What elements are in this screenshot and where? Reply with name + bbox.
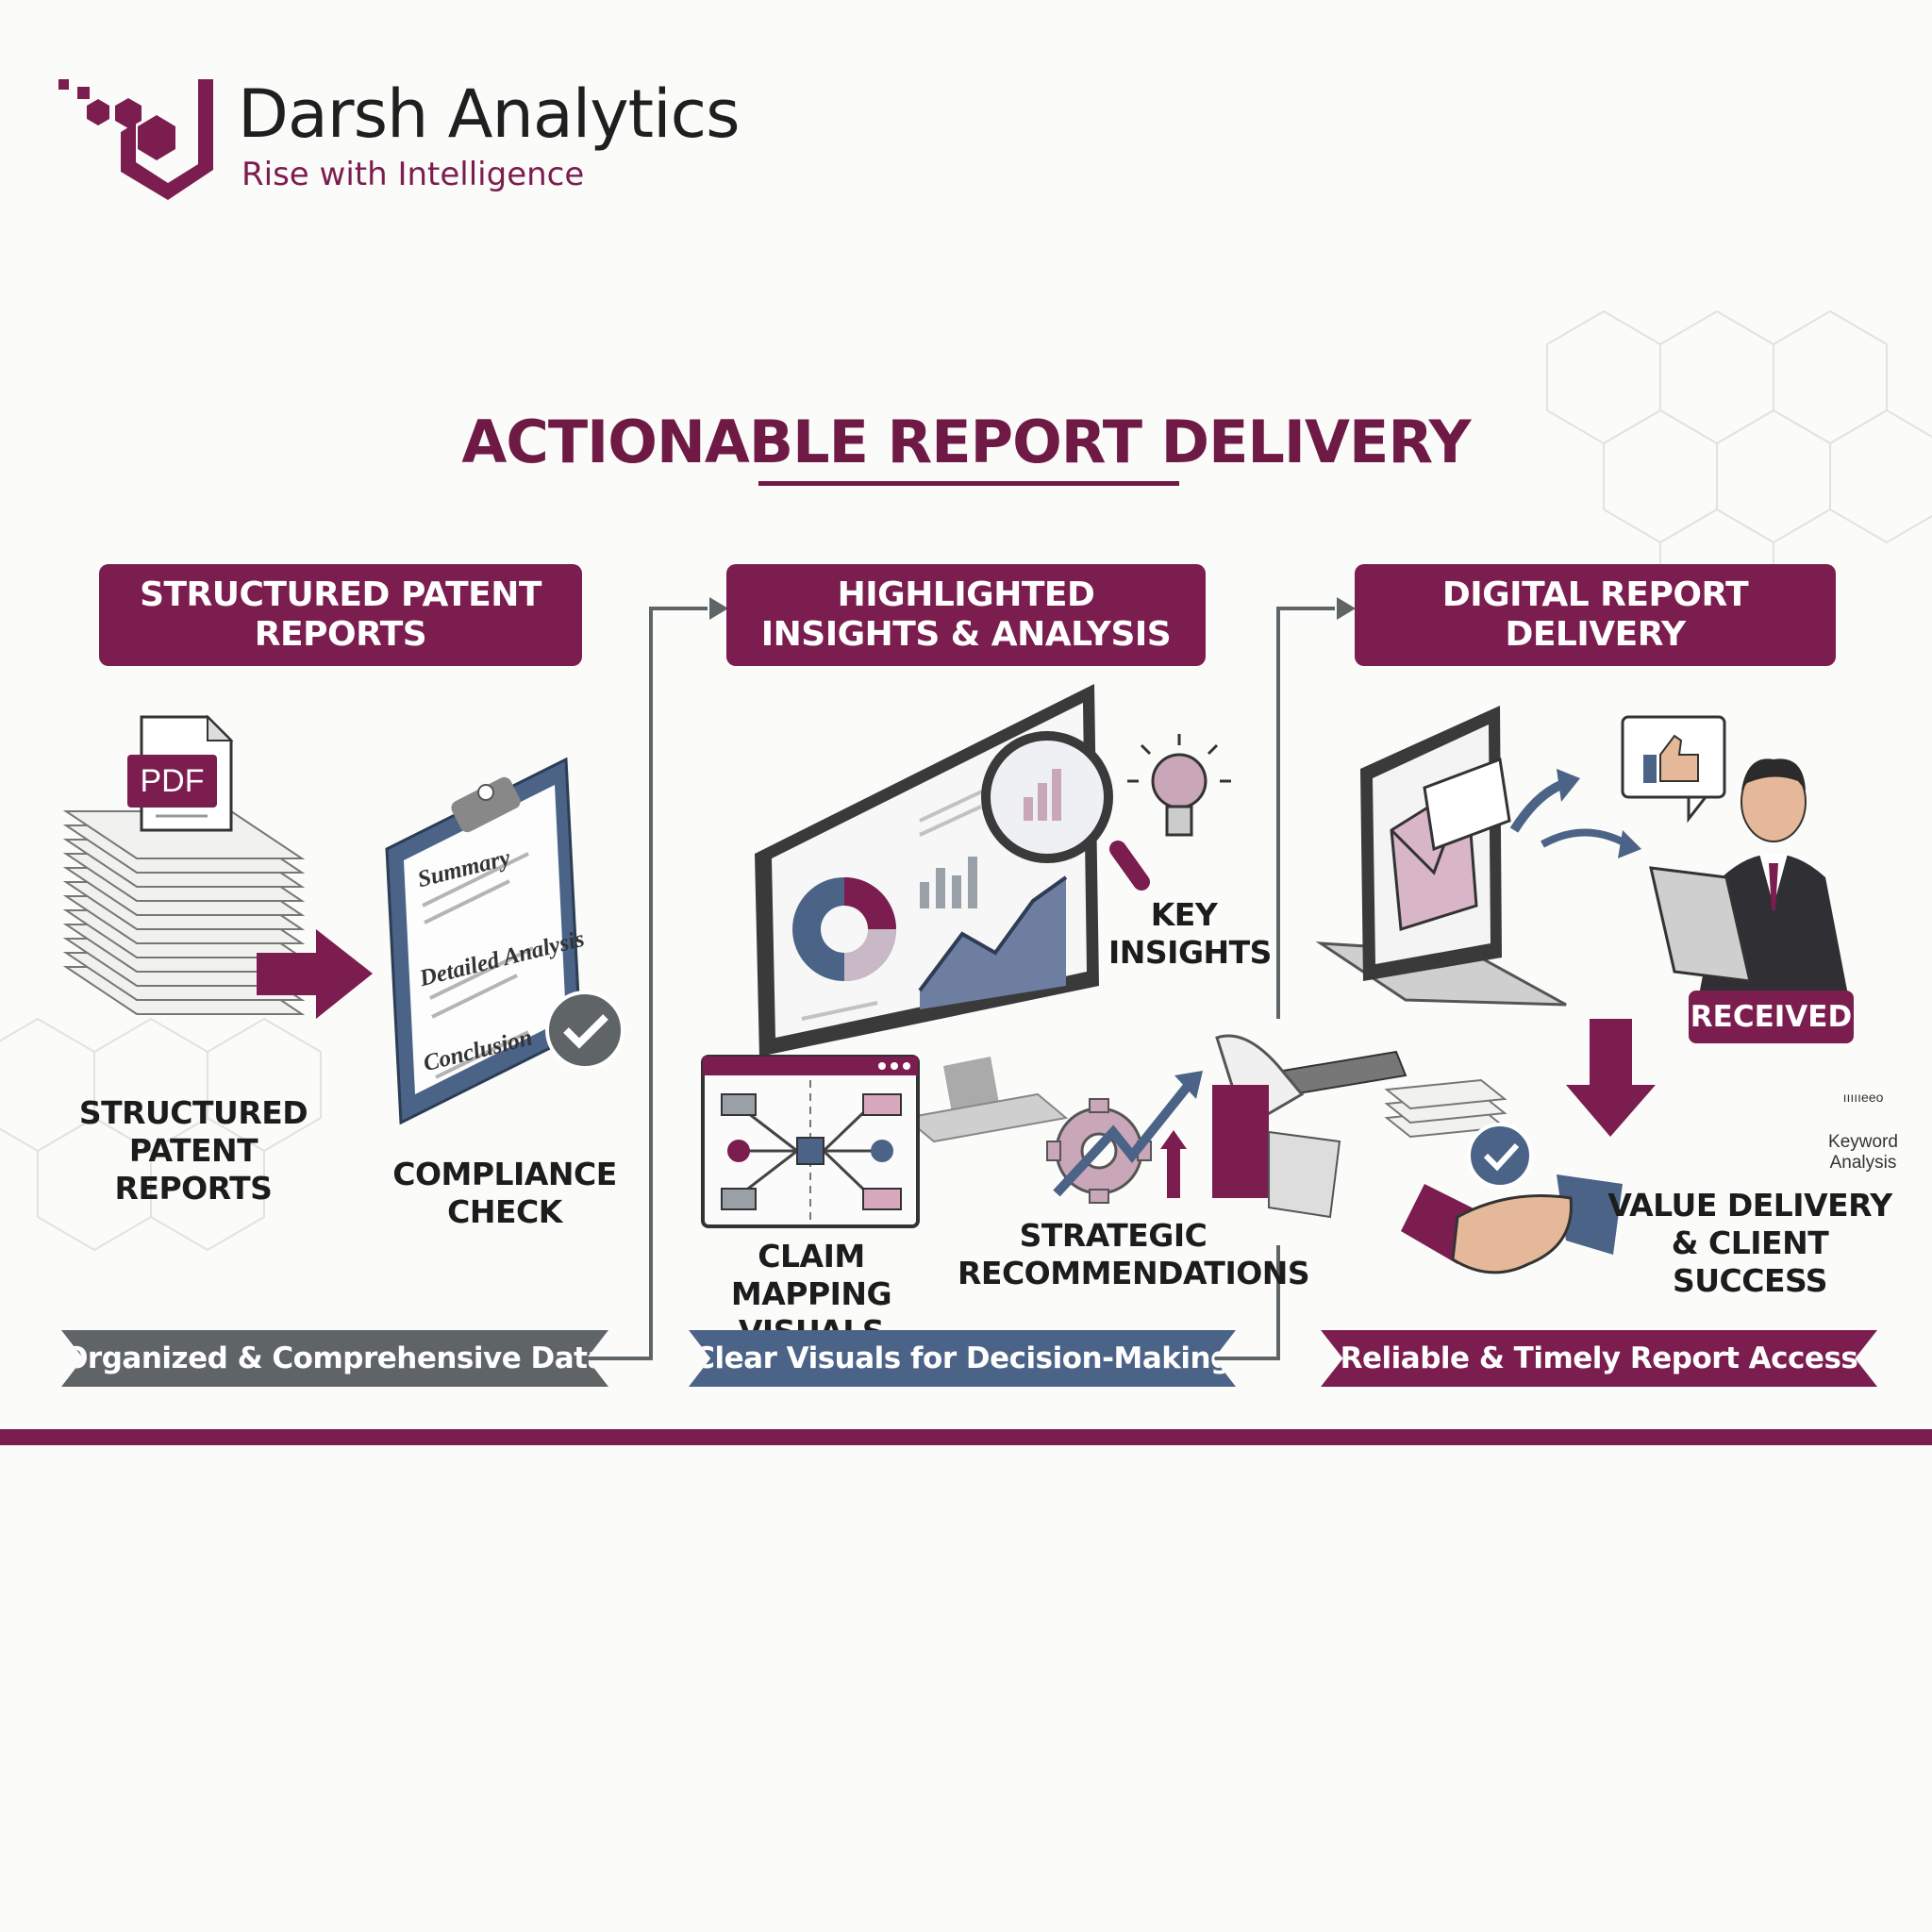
flow-arrowhead-2 <box>1337 597 1356 620</box>
section-header-delivery: DIGITAL REPORT DELIVERY <box>1355 564 1836 666</box>
flow-connector-2 <box>1212 607 1335 1360</box>
brand-name: Darsh Analytics <box>238 75 741 153</box>
ribbon-organized: Organized & Comprehensive Data <box>61 1330 608 1387</box>
down-arrow-icon <box>1566 1019 1656 1137</box>
ribbon-reliable: Reliable & Timely Report Access <box>1321 1330 1877 1387</box>
compliance-label: COMPLIANCE CHECK <box>392 1156 617 1230</box>
pdf-label: PDF <box>127 755 217 808</box>
businessman-tablet-icon <box>1649 758 1849 1000</box>
ribbon-clear-visuals: Clear Visuals for Decision-Making <box>689 1330 1236 1387</box>
clipboard-icon <box>385 757 582 1125</box>
flow-connector-1 <box>585 607 708 1360</box>
hexagon-pattern-left <box>0 1017 322 1252</box>
page-title: ACTIONABLE REPORT DELIVERY <box>461 408 1471 476</box>
value-delivery-label: VALUE DELIVERY & CLIENT SUCCESS <box>1607 1187 1892 1299</box>
bottom-band <box>0 1429 1932 1445</box>
lightbulb-icon <box>1127 734 1231 837</box>
laptop-email-icon <box>1315 706 1641 1007</box>
keyword-analysis-label: Keyword Analysis <box>1828 1132 1898 1173</box>
checkmark-icon <box>1467 1123 1533 1189</box>
received-badge: RECEIVED <box>1689 991 1854 1043</box>
key-insights-label: KEY INSIGHTS <box>1108 896 1272 971</box>
hexagon-d-logo-icon <box>58 79 213 200</box>
document-stack-icon <box>62 810 306 1015</box>
strategic-label: STRATEGIC RECOMMENDATIONS <box>958 1217 1310 1291</box>
section-header-structured: STRUCTURED PATENT REPORTS <box>99 564 582 666</box>
thumbs-up-icon <box>1621 715 1726 824</box>
keyword-analysis-mini-chart: ıııııeeo <box>1842 1090 1884 1105</box>
gear-growth-icon <box>1046 1071 1203 1204</box>
flow-arrowhead-1 <box>709 597 728 620</box>
flowchart-window-icon <box>701 1055 920 1228</box>
desk-worker-illustration <box>1212 1019 1507 1245</box>
title-underline <box>758 481 1179 486</box>
checkmark-icon <box>545 991 625 1070</box>
magnifier-icon <box>981 731 1150 891</box>
right-arrow-icon <box>257 929 373 1019</box>
section-header-insights: HIGHLIGHTED INSIGHTS & ANALYSIS <box>726 564 1206 666</box>
handshake-icon <box>1401 1174 1623 1274</box>
brand-tagline: Rise with Intelligence <box>242 156 585 193</box>
stack-label: STRUCTURED PATENT REPORTS <box>78 1094 308 1207</box>
